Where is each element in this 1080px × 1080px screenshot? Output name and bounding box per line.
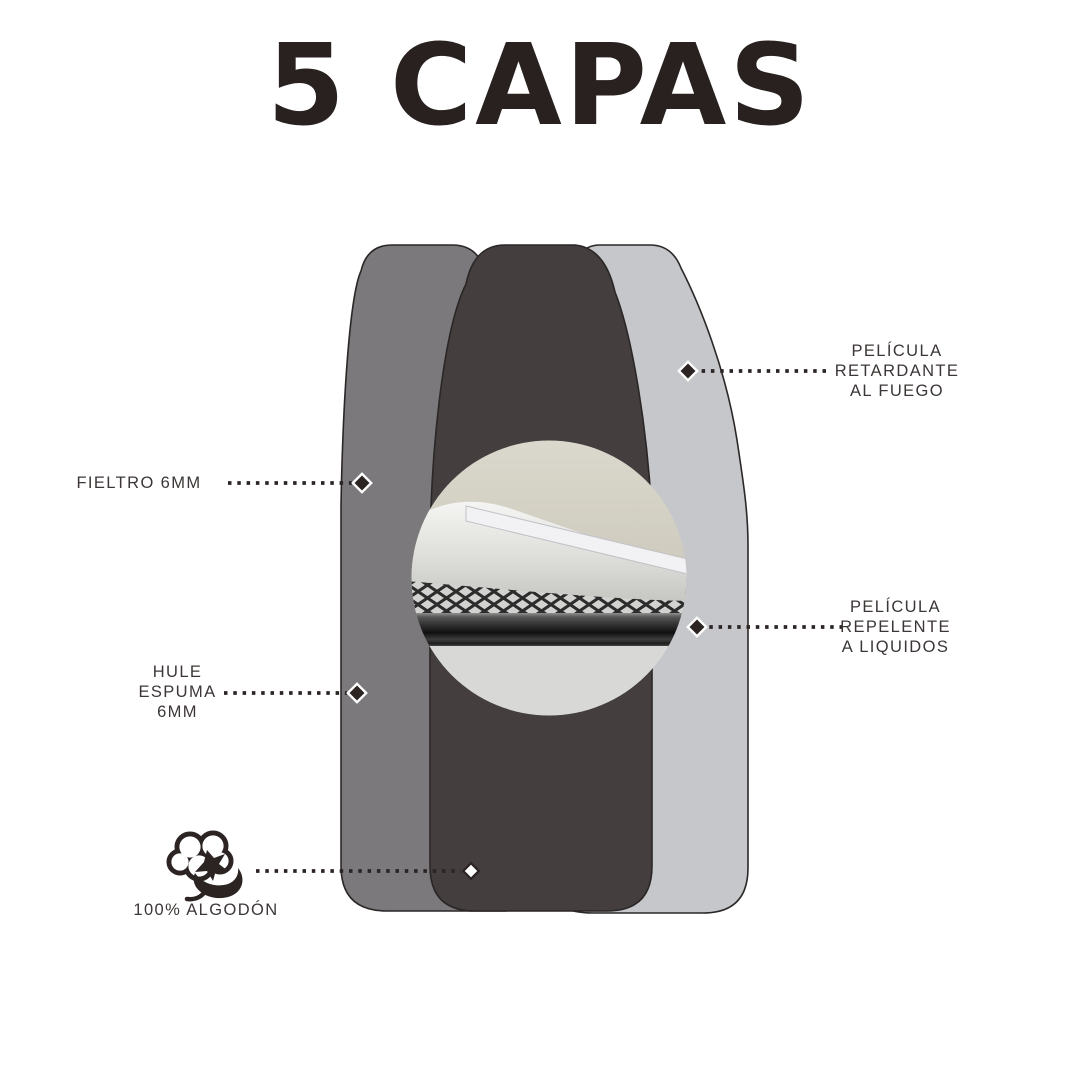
label-line: PELÍCULA xyxy=(850,598,941,616)
label-line: PELÍCULA xyxy=(851,342,943,360)
cotton-icon xyxy=(166,830,243,902)
layer-markers xyxy=(346,360,708,881)
label-pelicula-repelente: PELÍCULA REPELENTE A LIQUIDOS xyxy=(818,598,973,657)
label-line: ESPUMA xyxy=(138,682,217,701)
label-line: FIELTRO 6MM xyxy=(76,474,202,492)
label-hule-espuma: HULE ESPUMA 6MM xyxy=(105,663,250,722)
marker-fire-retardant xyxy=(677,360,699,382)
label-line: 6MM xyxy=(157,702,198,721)
label-pelicula-retardante: PELÍCULA RETARDANTE AL FUEGO xyxy=(822,342,972,401)
label-line: HULE xyxy=(152,663,203,681)
label-fieltro: FIELTRO 6MM xyxy=(64,474,214,494)
leader-lines xyxy=(224,369,843,873)
marker-liquid-repellent xyxy=(686,616,708,638)
label-algodon: 100% ALGODÓN xyxy=(106,901,306,921)
label-line: RETARDANTE xyxy=(834,361,960,380)
photo-metal-bar xyxy=(411,613,687,647)
label-line: AL FUEGO xyxy=(849,381,945,400)
marker-foam xyxy=(346,682,368,704)
marker-felt xyxy=(351,472,373,494)
marker-cotton xyxy=(461,861,481,881)
photo-felt-wedge xyxy=(411,501,687,601)
label-line: A LIQUIDOS xyxy=(841,637,950,656)
label-line: REPELENTE xyxy=(840,617,951,636)
photo-binding-tape xyxy=(465,505,687,578)
page-title: 5 CAPAS xyxy=(267,21,813,151)
label-line: 100% ALGODÓN xyxy=(133,901,279,919)
